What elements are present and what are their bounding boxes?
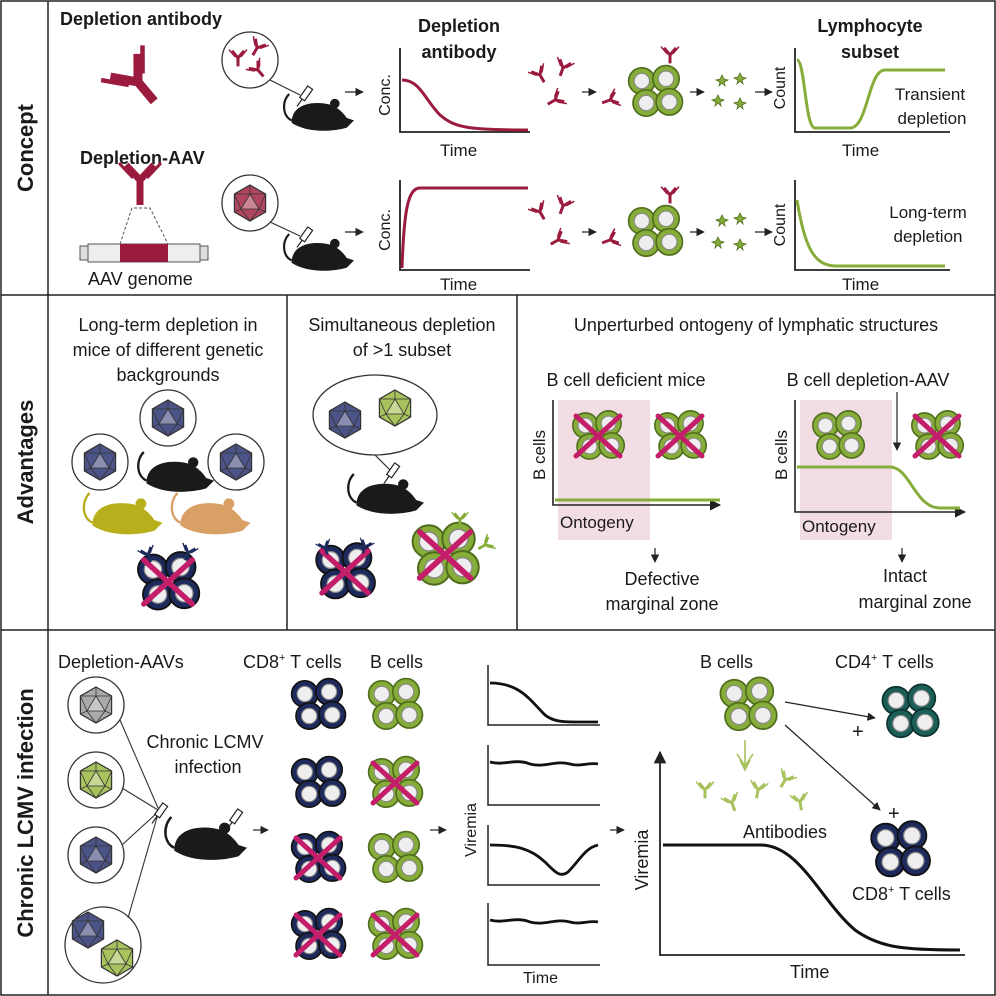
conc-xlabel-1: Time xyxy=(440,141,477,160)
viremia-axes-large xyxy=(659,755,965,956)
chart-title-2: antibody xyxy=(422,42,497,62)
conc-axes-1 xyxy=(399,48,530,133)
viremia-curve-large xyxy=(663,843,961,952)
aav-genome-icon xyxy=(79,161,209,263)
chart-title-1: Depletion xyxy=(418,16,500,36)
chronic-section: Depletion-AAVs Chronic LCMV infection CD… xyxy=(58,652,965,987)
conc-ylabel-1: Conc. xyxy=(377,74,394,116)
longterm-label-2: depletion xyxy=(893,227,962,246)
viremia-ylabel-small: Viremia xyxy=(463,803,480,857)
b-cells-top-label: B cells xyxy=(700,652,753,672)
time-xlabel-large: Time xyxy=(790,962,829,982)
row-label-concept: Concept xyxy=(13,103,38,192)
black-mouse-icon xyxy=(137,450,216,493)
intact-label-1: Intact xyxy=(883,566,927,586)
conc-xlabel-2: Time xyxy=(440,275,477,294)
adv-p1-line3: backgrounds xyxy=(116,365,219,385)
concept-section: Depletion antibody Depletion-AAV AAV gen… xyxy=(60,9,967,294)
deficient-label: B cell deficient mice xyxy=(546,370,705,390)
ontogeny-label-1: Ontogeny xyxy=(560,513,634,532)
b-cells-ylabel-2: B cells xyxy=(772,430,791,480)
count-curve-longterm xyxy=(795,199,945,268)
defective-label-2: marginal zone xyxy=(605,594,718,614)
depletion-aav-adv-label: B cell depletion-AAV xyxy=(787,370,950,390)
antibody-icon xyxy=(101,45,175,118)
count-xlabel-2: Time xyxy=(842,275,879,294)
row-label-advantages: Advantages xyxy=(13,400,38,525)
b-cells-header: B cells xyxy=(370,652,423,672)
depletion-aavs-label: Depletion-AAVs xyxy=(58,652,184,672)
cd4-label: CD4+ T cells xyxy=(835,652,934,672)
lcmv-label-2: infection xyxy=(174,757,241,777)
count-axes-1 xyxy=(794,48,950,133)
adv-p3-title: Unperturbed ontogeny of lymphatic struct… xyxy=(574,315,938,335)
conc-curve-1 xyxy=(401,78,529,132)
b-cell-cluster xyxy=(629,66,683,117)
ontogeny-label-2: Ontogeny xyxy=(802,517,876,536)
depletion-antibody-label: Depletion antibody xyxy=(60,9,222,29)
row-label-chronic: Chronic LCMV infection xyxy=(13,688,38,937)
advantages-section: Long-term depletion in mice of different… xyxy=(71,315,972,614)
cd8-bottom-label: CD8+ T cells xyxy=(852,884,951,904)
conc-ylabel-2: Conc. xyxy=(377,209,394,251)
time-xlabel-small: Time xyxy=(523,970,558,987)
transient-label-2: depletion xyxy=(897,109,966,128)
viremia-ylabel-large: Viremia xyxy=(632,829,652,891)
adv-p2-line1: Simultaneous depletion xyxy=(308,315,495,335)
aav-genome-label: AAV genome xyxy=(88,269,193,289)
antibodies-label: Antibodies xyxy=(743,822,827,842)
debris-icons xyxy=(711,72,747,110)
lcmv-label-1: Chronic LCMV xyxy=(146,732,263,752)
transient-label-1: Transient xyxy=(895,85,966,104)
adv-p1-line2: mice of different genetic xyxy=(73,340,264,360)
b-cells-ylabel-1: B cells xyxy=(530,430,549,480)
mouse-icon xyxy=(282,92,356,132)
yellow-mouse-icon xyxy=(82,491,164,536)
subset-title-2: subset xyxy=(841,42,899,62)
count-ylabel-2: Count xyxy=(772,203,789,246)
defective-label-1: Defective xyxy=(624,569,699,589)
adv-p2-line2: of >1 subset xyxy=(353,340,452,360)
depletion-aav-label: Depletion-AAV xyxy=(80,148,205,168)
count-axes-2 xyxy=(794,180,950,271)
tan-mouse-icon xyxy=(170,491,252,536)
count-ylabel-1: Count xyxy=(772,66,789,109)
plus-cd4: + xyxy=(852,721,864,743)
conc-axes-2 xyxy=(399,180,530,271)
subset-title-1: Lymphocyte xyxy=(817,16,922,36)
conc-curve-2 xyxy=(400,186,528,269)
longterm-label-1: Long-term xyxy=(889,203,966,222)
adv-p1-line1: Long-term depletion in xyxy=(78,315,257,335)
count-curve-transient xyxy=(795,58,945,130)
count-xlabel-1: Time xyxy=(842,141,879,160)
intact-label-2: marginal zone xyxy=(858,592,971,612)
plus-cd8: + xyxy=(888,803,900,825)
cd8-header: CD8+ T cells xyxy=(243,652,342,672)
antibody-bubble xyxy=(221,31,279,89)
